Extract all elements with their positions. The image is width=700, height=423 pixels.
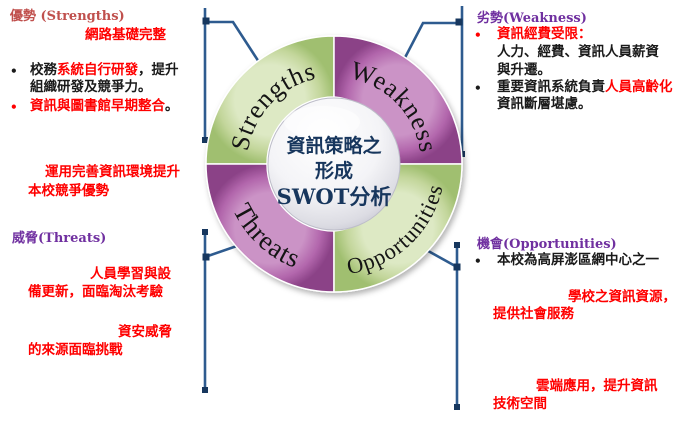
node-square (454, 242, 460, 248)
threats-note2-line2: 的來源面臨挑戰 (28, 342, 123, 358)
node-square (454, 404, 460, 410)
opportunities-note2-line2: 技術空間 (493, 396, 547, 412)
opportunities-note2-line1: 雲端應用，提升資訊 (536, 378, 658, 394)
node-square (202, 387, 208, 393)
weakness-bullet2-post: 資訊斷層堪慮。 (497, 96, 592, 112)
strengths-highlight: 網路基礎完整 (85, 27, 166, 43)
threats-note1-line1: 人員學習與設 (90, 266, 171, 282)
weakness-bullet2-marker: • (474, 81, 482, 95)
weakness-bullet1-line2: 與升遷。 (497, 62, 551, 78)
connector-strengths-elbow (205, 20, 270, 77)
center-title-line3: SWOT分析 (277, 184, 392, 209)
threats-note1-line2: 備更新，面臨淘汰考驗 (28, 284, 163, 300)
opportunities-note1-line1: 學校之資訊資源， (568, 289, 676, 305)
center-title-line1: 資訊策略之 (286, 134, 381, 157)
strengths-bullet1-pre: 校務 (30, 62, 57, 78)
weakness-bullet1-head: 資訊經費受限： (497, 26, 592, 42)
opportunities-label: 機會(Opportunities) (477, 237, 617, 252)
strengths-label: 優勢 (Strengths) (10, 9, 125, 24)
node-square (202, 17, 210, 25)
strengths-bullet2-post: 。 (165, 98, 179, 114)
quadrant-strengths (205, 35, 335, 165)
weakness-label: 劣勢(Weakness) (477, 11, 587, 26)
sphere-highlight (284, 106, 360, 138)
strengths-note-line1: 運用完善資訊環境提升 (45, 164, 180, 180)
threats-label: 威脅(Threats) (12, 231, 107, 246)
node-square (202, 253, 210, 261)
strengths-bullet1-red: 系統自行研發 (57, 62, 138, 78)
weakness-bullet2: 重要資訊系統負責人員高齡化資訊斷層堪慮。 (497, 79, 675, 113)
strengths-bullet2: 資訊與圖書館早期整合。 (30, 98, 200, 115)
weakness-bullet2-pre: 重要資訊系統負責 (497, 79, 605, 95)
center-title-line2: 形成 (315, 159, 353, 182)
threats-note2-line1: 資安威脅 (118, 324, 172, 340)
weakness-bullet1-line1: 人力、經費、資訊人員薪資 (497, 44, 659, 60)
strengths-bullet1-post: ，提升組織研發及競爭力。 (30, 62, 179, 95)
connector-weakness-elbow (395, 21, 462, 74)
strengths-note-line2: 本校競爭優勢 (28, 183, 109, 199)
strengths-bullet2-marker: • (10, 100, 18, 114)
opportunities-bullet1: 本校為高屏澎區網中心之一 (497, 252, 659, 268)
node-square (202, 229, 208, 235)
node-square (455, 18, 463, 26)
weakness-bullet1-marker: • (474, 28, 482, 42)
opportunities-bullet1-marker: • (474, 254, 482, 268)
strengths-bullet2-red: 資訊與圖書館早期整合 (30, 98, 165, 114)
strengths-bullet1-marker: • (10, 64, 18, 78)
quadrant-threats (205, 163, 335, 293)
weakness-bullet2-red: 人員高齡化 (605, 79, 673, 95)
node-square (202, 137, 208, 143)
node-square (453, 263, 461, 271)
opportunities-note1-line2: 提供社會服務 (493, 306, 574, 322)
strengths-bullet1: 校務系統自行研發，提升組織研發及競爭力。 (30, 62, 190, 96)
